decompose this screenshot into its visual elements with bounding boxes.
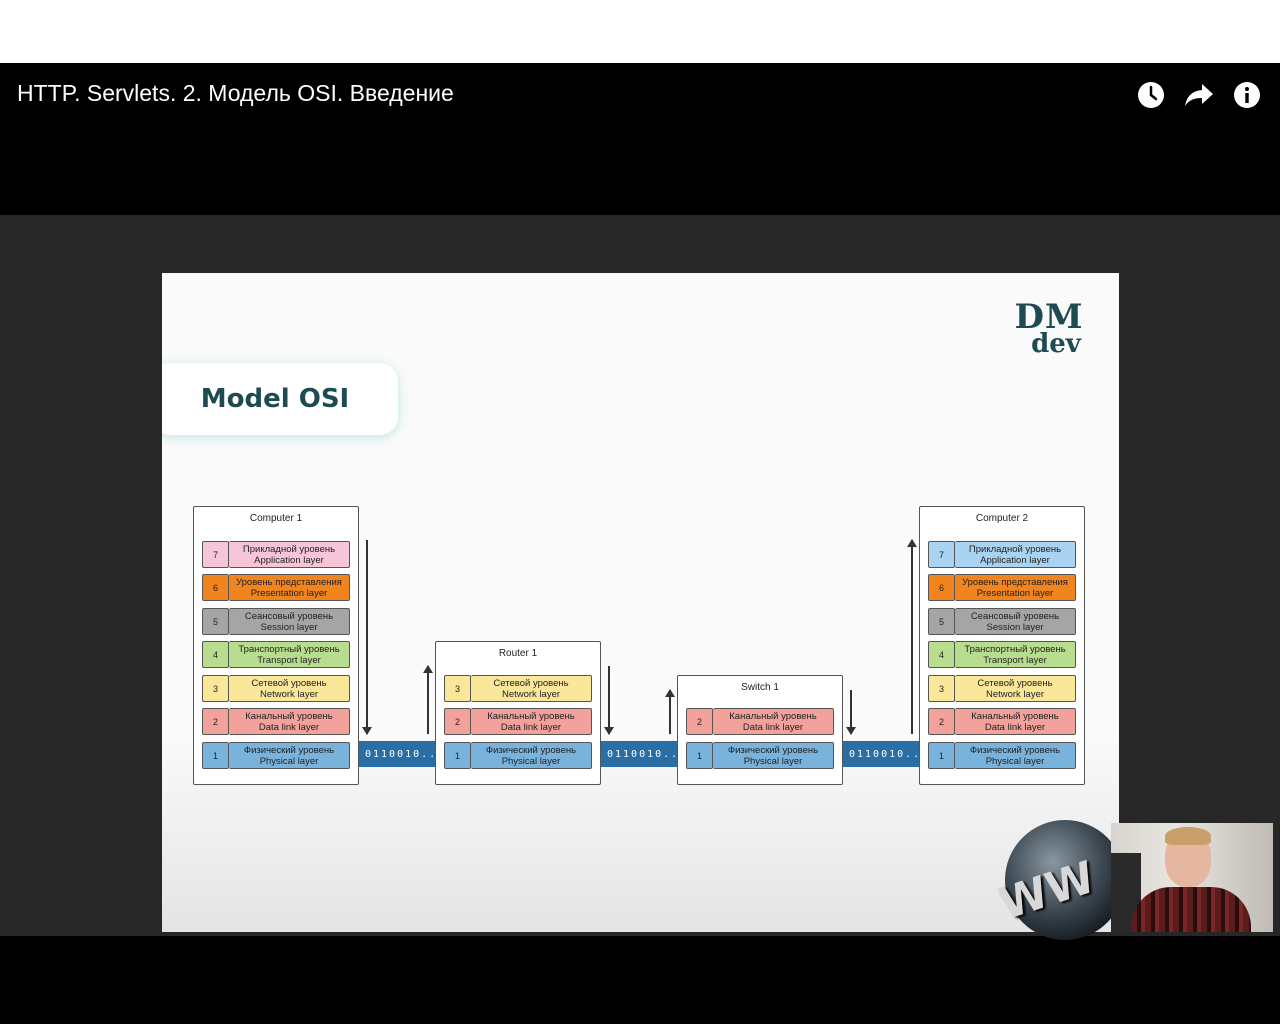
up-arrow bbox=[907, 539, 917, 734]
device-name: Computer 2 bbox=[975, 513, 1029, 524]
slide-heading: Model OSI bbox=[200, 384, 350, 414]
device-name: Computer 1 bbox=[249, 513, 303, 524]
device-name: Switch 1 bbox=[741, 682, 779, 693]
down-arrow bbox=[846, 690, 856, 735]
device-name: Router 1 bbox=[498, 648, 538, 659]
presenter-shirt bbox=[1131, 887, 1251, 932]
webcam-overlay bbox=[1111, 823, 1273, 932]
watch-later-icon[interactable] bbox=[1136, 78, 1166, 112]
presenter-hair bbox=[1165, 827, 1211, 845]
globe-image bbox=[1005, 820, 1125, 940]
up-arrow bbox=[423, 665, 433, 734]
browser-top-area bbox=[0, 0, 1280, 63]
info-icon[interactable] bbox=[1232, 78, 1262, 112]
down-arrow bbox=[362, 540, 372, 735]
wire-3: 0110010... bbox=[843, 741, 920, 767]
share-icon[interactable] bbox=[1184, 78, 1214, 112]
player-title-bar bbox=[0, 63, 1280, 215]
slide-heading-box: Model OSI bbox=[162, 363, 398, 435]
down-arrow bbox=[604, 666, 614, 735]
wire-2: 0110010... bbox=[601, 741, 678, 767]
dmdev-logo: DM dev bbox=[1014, 297, 1084, 359]
player-top-controls bbox=[1136, 78, 1262, 112]
wire-1: 0110010... bbox=[359, 741, 436, 767]
video-title[interactable]: HTTP. Servlets. 2. Модель OSI. Введение bbox=[17, 80, 454, 106]
player-bottom-bar bbox=[0, 936, 1280, 1024]
up-arrow bbox=[665, 689, 675, 734]
